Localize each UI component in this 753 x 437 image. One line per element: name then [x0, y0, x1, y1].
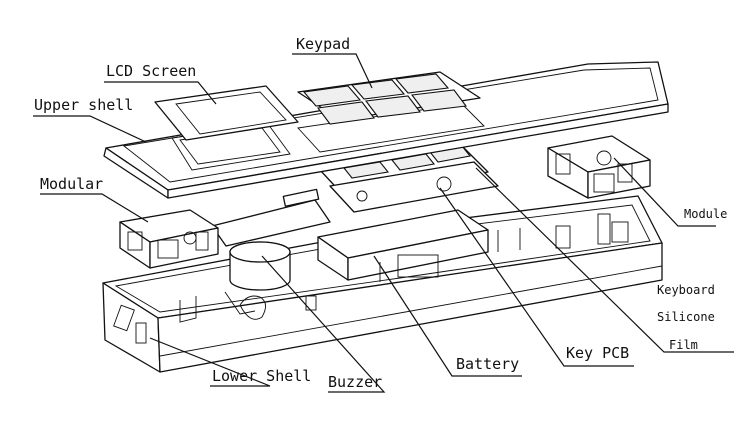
upper-shell-part	[103, 61, 669, 199]
label-keypad: Keypad	[296, 35, 350, 53]
label-buzzer: Buzzer	[328, 373, 382, 391]
label-lcd-screen: LCD Screen	[106, 62, 196, 80]
label-battery: Battery	[456, 355, 519, 373]
pcb-board-part	[211, 188, 331, 247]
label-film: Film	[669, 338, 698, 352]
key-pcb-part	[319, 145, 499, 213]
label-keyboard: Keyboard	[657, 283, 715, 297]
label-upper-shell: Upper shell	[34, 96, 133, 114]
lcd-screen-part	[154, 85, 299, 141]
buzzer-part	[229, 241, 291, 291]
leader-lines	[33, 53, 734, 393]
label-silicone: Silicone	[657, 310, 715, 324]
label-module: Module	[684, 207, 727, 221]
battery-part	[317, 209, 489, 282]
label-lower-shell: Lower Shell	[212, 367, 311, 385]
keypad-part	[297, 71, 481, 125]
module-jack-part	[547, 135, 651, 199]
label-key-pcb: Key PCB	[566, 344, 629, 362]
label-modular: Modular	[40, 175, 103, 193]
modular-jack-part	[119, 209, 219, 269]
